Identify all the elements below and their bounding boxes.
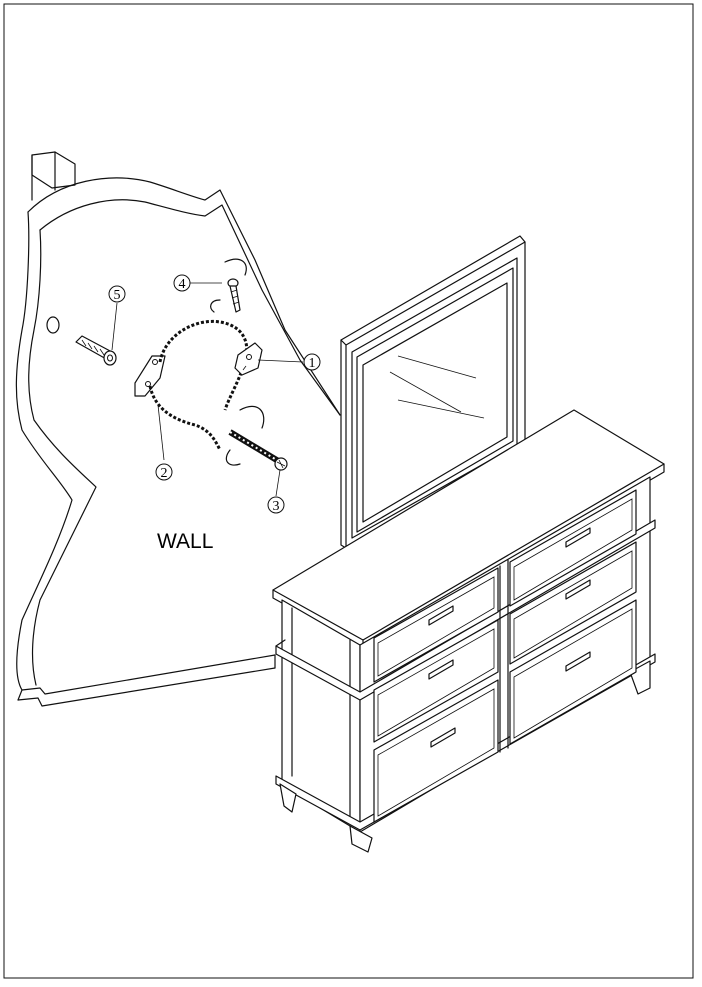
leader-lines	[111, 282, 304, 497]
drawer-bottom-right	[509, 599, 637, 745]
callout-1-label: 1	[309, 356, 316, 371]
wall-label: WALL	[157, 530, 213, 553]
callout-2-label: 2	[161, 466, 168, 481]
callout-5-label: 5	[114, 288, 121, 303]
callout-3: 3	[267, 496, 285, 514]
wood-screw	[225, 405, 288, 471]
chain-bracket-right	[234, 342, 263, 376]
drawer-top-right	[509, 489, 637, 607]
small-screw	[210, 258, 247, 313]
wall-hole	[46, 316, 60, 334]
drawer-middle-right	[509, 541, 637, 665]
callout-4: 4	[173, 274, 191, 292]
drawer-bottom-left	[373, 679, 499, 823]
callout-2: 2	[155, 463, 173, 481]
safety-chain	[148, 319, 249, 451]
callout-5: 5	[108, 285, 126, 303]
drawer-middle-left	[373, 619, 499, 743]
callout-4-label: 4	[179, 277, 186, 292]
chain-bracket-left	[134, 355, 166, 397]
wall-cutaway	[15, 151, 341, 707]
callout-3-label: 3	[273, 499, 280, 514]
callout-1: 1	[303, 353, 321, 371]
wall-anchor	[75, 335, 117, 366]
drawer-top-left	[373, 567, 499, 683]
page-border	[3, 3, 694, 979]
